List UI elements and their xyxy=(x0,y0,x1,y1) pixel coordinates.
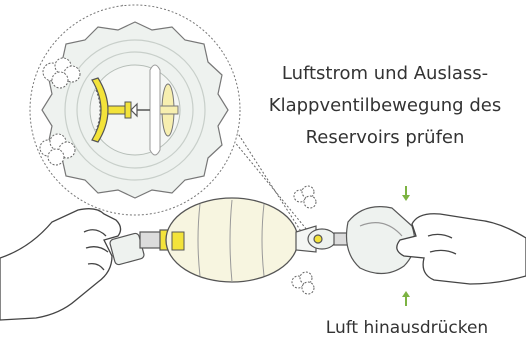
instruction-line-2: Klappventilbewegung des xyxy=(255,95,515,116)
patient-valve xyxy=(296,226,350,252)
instruction-line-3: Reservoirs prüfen xyxy=(255,127,515,148)
caption-push-air-out: Luft hinausdrücken xyxy=(292,318,522,338)
right-hand xyxy=(397,214,526,284)
instruction-line-1: Luftstrom und Auslass- xyxy=(255,63,515,84)
magnified-valve-view xyxy=(30,5,240,215)
squeeze-arrow-up-icon xyxy=(402,291,410,306)
resuscitator-bag xyxy=(166,198,298,282)
squeeze-arrow-down-icon xyxy=(402,186,410,201)
left-hand xyxy=(0,209,121,320)
